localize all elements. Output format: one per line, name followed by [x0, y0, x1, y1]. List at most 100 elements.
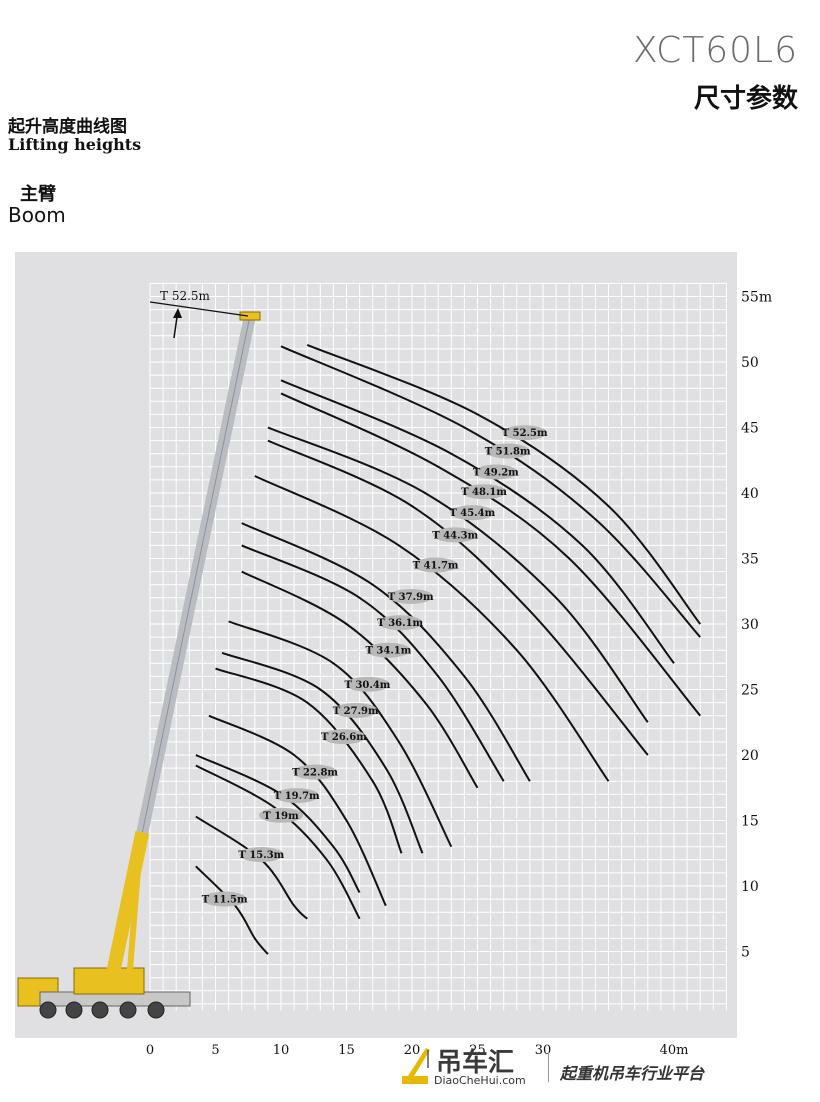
curve-label: T 48.1m [461, 487, 507, 498]
curve-label-bubble [293, 764, 338, 780]
curve-45.4m [267, 426, 649, 723]
curve-label-bubble [473, 464, 518, 480]
chart-grid [149, 282, 727, 1011]
curve-label-bubble [333, 702, 378, 718]
y-tick-label: 20 [741, 748, 759, 764]
curve-label-bubble [502, 425, 547, 441]
section-title-cn: 起升高度曲线图 [8, 117, 127, 137]
crane-boom-edge [141, 315, 251, 833]
curve-label: T 22.8m [292, 768, 338, 779]
curve-label-bubble [239, 847, 284, 863]
curve-label-bubble [485, 443, 530, 459]
curve-label: T 34.1m [365, 646, 411, 657]
curve-label-bubble [462, 484, 507, 500]
x-tick-label: 15 [338, 1043, 355, 1058]
curve-label: T 30.4m [345, 680, 391, 691]
crane-wheel [39, 1001, 57, 1019]
boom-title-cn: 主臂 [20, 184, 56, 205]
x-tick-label: 20 [404, 1043, 421, 1058]
curve-label: T 11.5m [202, 895, 248, 906]
curve-label: T 45.4m [449, 508, 495, 519]
crane-logo-icon [402, 1048, 430, 1084]
crane-wheel [147, 1001, 165, 1019]
x-tick-label: 25 [469, 1043, 486, 1058]
curve-label: T 19m [263, 811, 299, 822]
watermark: 吊车汇 DiaoCheHui.com 起重机吊车行业平台 [398, 1040, 738, 1092]
curve-48.1m [280, 392, 701, 717]
curve-label: T 41.7m [413, 561, 459, 572]
x-tick-label: 10 [273, 1043, 290, 1058]
curve-19m [195, 764, 361, 920]
boom-tip-line [149, 301, 249, 317]
curve-27.9m [221, 651, 424, 854]
curve-label-bubble [202, 891, 247, 907]
curve-label: T 51.8m [485, 447, 531, 458]
curve-44.3m [267, 439, 649, 756]
curve-11.5m [195, 865, 269, 955]
curve-36.1m [241, 544, 505, 782]
x-tick-label: 5 [211, 1043, 219, 1058]
curve-30.4m [228, 620, 453, 848]
crane-wheel [65, 1001, 83, 1019]
curve-label-bubble [274, 788, 319, 804]
watermark-name: 吊车汇 [436, 1048, 515, 1078]
curve-15.3m [195, 815, 308, 920]
y-tick-label: 35 [741, 552, 759, 568]
curve-label: T 44.3m [432, 530, 478, 541]
crane-luffing-cylinder [127, 869, 141, 971]
curve-label: T 19.7m [274, 791, 320, 802]
curve-label: T 27.9m [333, 706, 379, 717]
lifting-height-chart: T 52.5m T 52.5m T 51.8m T 49.2m T 48.1m T 45… [15, 252, 772, 1059]
crane-wheel [119, 1001, 137, 1019]
curve-label-bubble [450, 505, 495, 521]
curve-label: T 49.2m [473, 468, 519, 479]
page-subtitle: 尺寸参数 [693, 84, 798, 114]
curve-49.2m [280, 379, 675, 664]
curve-label-bubble [259, 807, 303, 823]
boom-title-en: Boom [8, 203, 66, 227]
y-tick-label: 10 [741, 879, 759, 895]
section-title-en: Lifting heights [8, 135, 142, 154]
boom-tip-label: T 52.5m [160, 289, 211, 303]
curve-label-bubble [345, 676, 390, 692]
y-tick-label: 25 [741, 683, 759, 699]
curve-34.1m [241, 570, 479, 789]
curve-label-bubble [378, 615, 423, 631]
x-tick-label: 0 [146, 1043, 154, 1058]
curve-label: T 15.3m [238, 850, 284, 861]
curve-label-bubble [321, 729, 366, 745]
y-tick-label: 30 [741, 617, 759, 633]
x-tick-label: 40m [660, 1043, 689, 1058]
curve-label-bubble [388, 588, 433, 604]
watermark-tagline: 起重机吊车行业平台 [560, 1064, 705, 1083]
model-name: XCT60L6 [633, 30, 798, 71]
boom-tip-arrowhead [173, 308, 182, 318]
curve-label-bubble [413, 557, 458, 573]
curve-19.7m [195, 754, 361, 894]
curve-label: T 52.5m [502, 428, 548, 439]
y-tick-label: 40 [741, 486, 759, 502]
x-tick-label: 30 [535, 1043, 552, 1058]
curve-label: T 36.1m [377, 618, 423, 629]
chart-curves [195, 344, 701, 955]
watermark-divider [548, 1052, 549, 1082]
crane-drawing: T 52.5m [17, 289, 261, 1019]
y-tick-label: 15 [741, 814, 759, 830]
crane-wheel [91, 1001, 109, 1019]
curve-label: T 37.9m [388, 592, 434, 603]
chart-axes: 0 5 10 15 20 25 30 40m 5 10 15 20 25 30 35 40 45 50 55m [146, 290, 772, 1059]
curve-52.5m [306, 344, 701, 625]
y-tick-label: 55m [741, 290, 772, 306]
chart-labels: T 52.5m T 51.8m T 49.2m T 48.1m T 45.4m T 44.… [202, 425, 548, 907]
y-tick-label: 50 [741, 355, 759, 371]
curve-22.8m [208, 714, 387, 907]
curve-41.7m [254, 475, 610, 782]
y-tick-label: 45 [741, 421, 759, 437]
y-tick-label: 5 [741, 945, 750, 961]
curve-label-bubble [366, 642, 411, 658]
curve-51.8m [280, 345, 701, 638]
crane-boom-base [105, 830, 150, 980]
watermark-url: DiaoCheHui.com [434, 1074, 526, 1087]
curve-label: T 26.6m [321, 732, 367, 743]
crane-boom-head [239, 311, 261, 321]
